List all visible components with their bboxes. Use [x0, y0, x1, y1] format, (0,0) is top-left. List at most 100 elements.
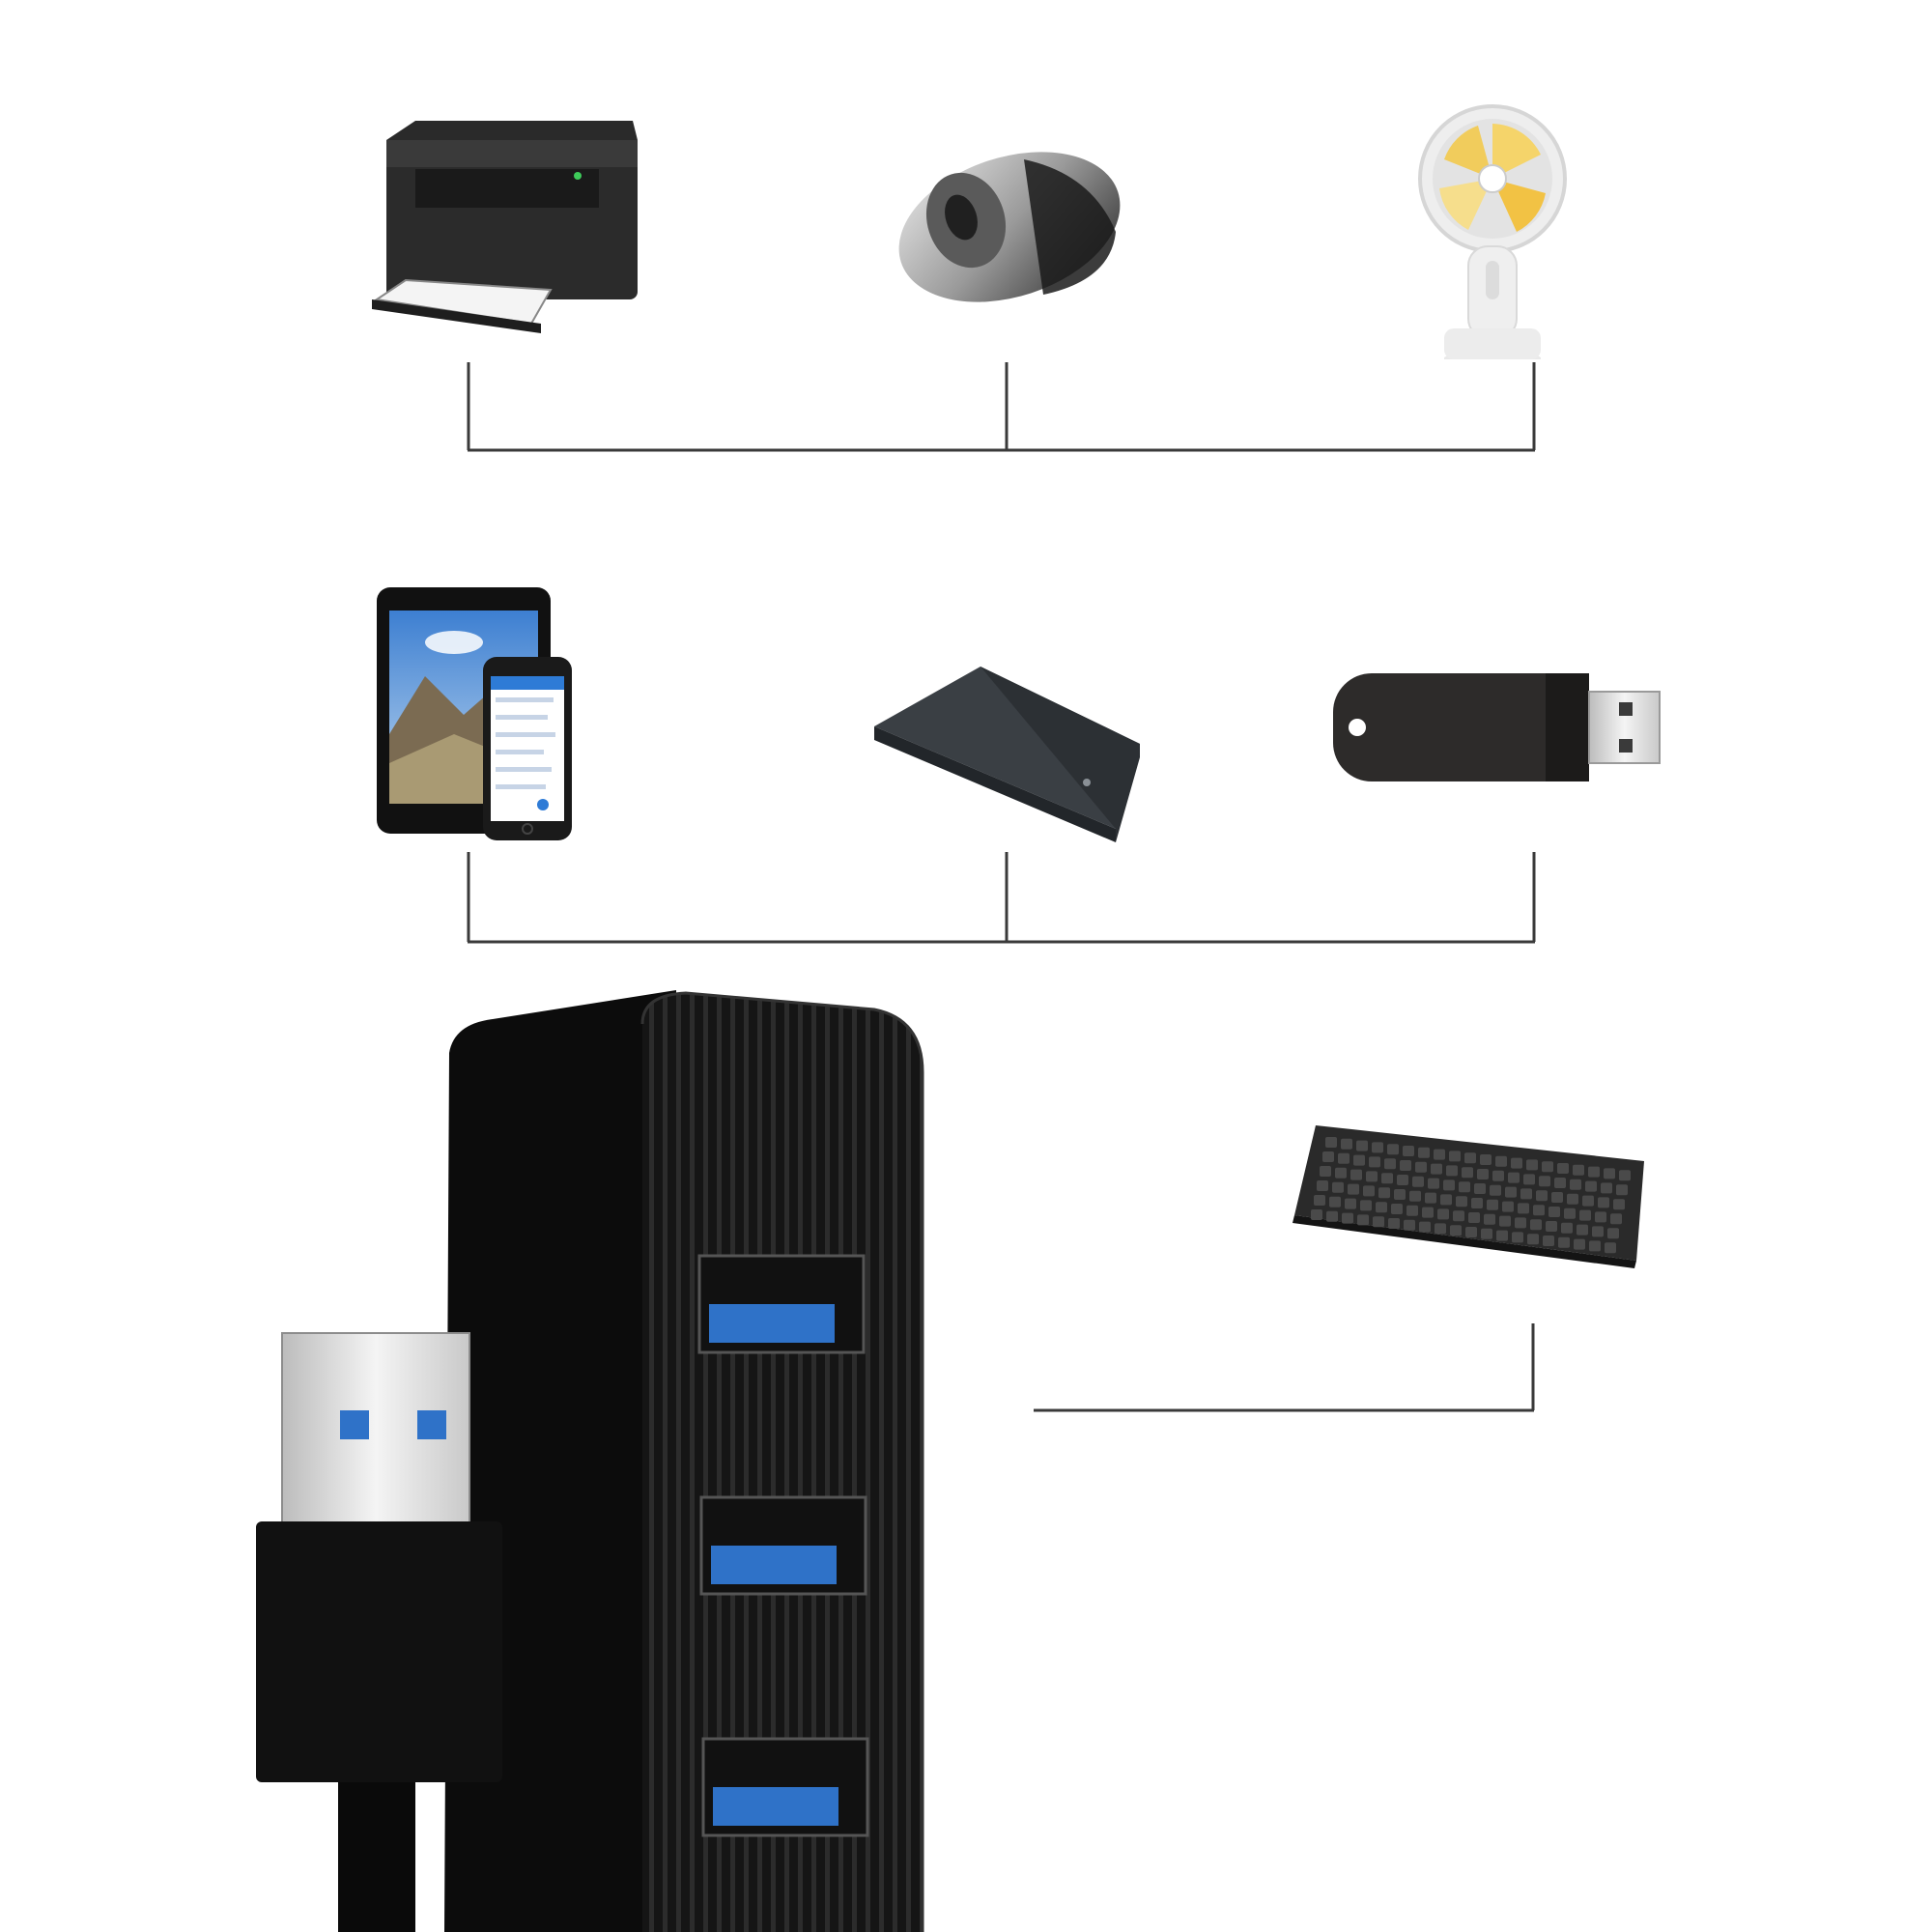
keyboard-key [1527, 1234, 1539, 1245]
keyboard-key [1605, 1242, 1616, 1254]
keyboard-key [1449, 1151, 1461, 1162]
keyboard-key [1471, 1198, 1483, 1208]
keyboard-key [1381, 1173, 1393, 1184]
keyboard-key [1533, 1205, 1545, 1216]
keyboard-key [1604, 1168, 1615, 1179]
keyboard-key [1440, 1194, 1452, 1206]
keyboard-key [1322, 1151, 1334, 1162]
keyboard-key [1613, 1199, 1625, 1210]
keyboard-key [1428, 1178, 1439, 1189]
fan-icon [1418, 104, 1567, 359]
keyboard-key [1548, 1207, 1560, 1217]
keyboard-key [1508, 1172, 1520, 1183]
keyboard-key [1348, 1183, 1359, 1195]
keyboard-key [1582, 1195, 1594, 1207]
mouse-icon [898, 152, 1121, 302]
keyboard-key [1456, 1196, 1467, 1208]
keyboard-key [1415, 1161, 1427, 1173]
keyboard-key [1564, 1208, 1576, 1219]
usb-plug-icon [256, 1332, 502, 1932]
usb-port-2 [699, 1495, 867, 1596]
keyboard-key [1311, 1209, 1322, 1220]
keyboard-key [1409, 1190, 1421, 1202]
hard-drive-icon [874, 667, 1140, 842]
keyboard-key [1490, 1184, 1501, 1196]
keyboard-key [1317, 1180, 1328, 1191]
keyboard-key [1601, 1182, 1612, 1194]
keyboard-key [1579, 1209, 1591, 1221]
keyboard-key [1512, 1232, 1523, 1243]
keyboard-key [1511, 1157, 1522, 1169]
keyboard-key [1492, 1170, 1504, 1181]
keyboard-key [1610, 1213, 1622, 1225]
keyboard-key [1406, 1205, 1418, 1216]
keyboard-key [1453, 1210, 1464, 1222]
keyboard-key [1435, 1223, 1446, 1235]
keyboard-key [1589, 1240, 1601, 1252]
keyboard-key [1561, 1222, 1573, 1234]
connector-middle [467, 852, 1536, 944]
keyboard-key [1373, 1216, 1384, 1228]
connector-top [467, 362, 1536, 452]
keyboard-key [1388, 1218, 1400, 1229]
keyboard-key [1554, 1178, 1566, 1188]
keyboard-key [1573, 1164, 1584, 1176]
usb-port-3 [701, 1737, 869, 1837]
keyboard-key [1387, 1144, 1399, 1155]
keyboard-key [1338, 1152, 1350, 1164]
keyboard-key [1345, 1198, 1356, 1209]
printer-icon [372, 121, 638, 333]
keyboard-key [1357, 1214, 1369, 1226]
keyboard-key [1598, 1197, 1609, 1208]
keyboard-key [1404, 1219, 1415, 1231]
keyboard-key [1570, 1179, 1581, 1190]
keyboard-key [1592, 1226, 1604, 1237]
keyboard-key [1464, 1152, 1476, 1164]
keyboard-key [1391, 1204, 1403, 1214]
keyboard-key [1539, 1176, 1550, 1187]
keyboard-key [1530, 1219, 1542, 1231]
keyboard-key [1366, 1171, 1378, 1182]
keyboard-key [1567, 1193, 1578, 1205]
keyboard-key [1363, 1185, 1375, 1197]
keyboard-key [1616, 1184, 1628, 1196]
keyboard-key [1526, 1159, 1538, 1171]
keyboard-key [1546, 1221, 1557, 1232]
connector-keyboard [1034, 1323, 1535, 1412]
keyboard-key [1356, 1140, 1368, 1151]
keyboard-key [1394, 1189, 1406, 1200]
keyboard-key [1425, 1192, 1436, 1204]
keyboard-key [1325, 1137, 1337, 1148]
keyboard-key [1474, 1183, 1486, 1194]
keyboard-key [1588, 1166, 1600, 1178]
keyboard-key [1542, 1161, 1553, 1173]
keyboard-key [1595, 1211, 1606, 1223]
keyboard-key [1369, 1156, 1380, 1168]
keyboard-key [1419, 1221, 1431, 1233]
keyboard-key [1376, 1202, 1387, 1213]
keyboard-key [1551, 1192, 1563, 1203]
keyboard-key [1434, 1149, 1445, 1160]
keyboard-key [1484, 1213, 1495, 1225]
keyboard-key [1378, 1187, 1390, 1199]
keyboard-key [1574, 1238, 1585, 1250]
keyboard-key [1468, 1212, 1480, 1223]
keyboard-key [1619, 1170, 1631, 1181]
keyboard-key [1496, 1230, 1508, 1241]
keyboard-key [1487, 1199, 1498, 1210]
keyboard-key [1335, 1167, 1347, 1179]
keyboard-icon [1293, 1125, 1644, 1268]
tablet-phone-icon [377, 587, 572, 840]
keyboard-key [1400, 1160, 1411, 1171]
keyboard-key [1481, 1228, 1492, 1239]
keyboard-key [1314, 1195, 1325, 1206]
keyboard-key [1495, 1155, 1507, 1167]
keyboard-key [1523, 1174, 1535, 1185]
keyboard-key [1536, 1190, 1548, 1202]
keyboard-key [1431, 1163, 1442, 1175]
keyboard-key [1518, 1203, 1529, 1214]
keyboard-key [1577, 1224, 1588, 1236]
keyboard-key [1558, 1236, 1570, 1248]
keyboard-key [1446, 1165, 1458, 1177]
